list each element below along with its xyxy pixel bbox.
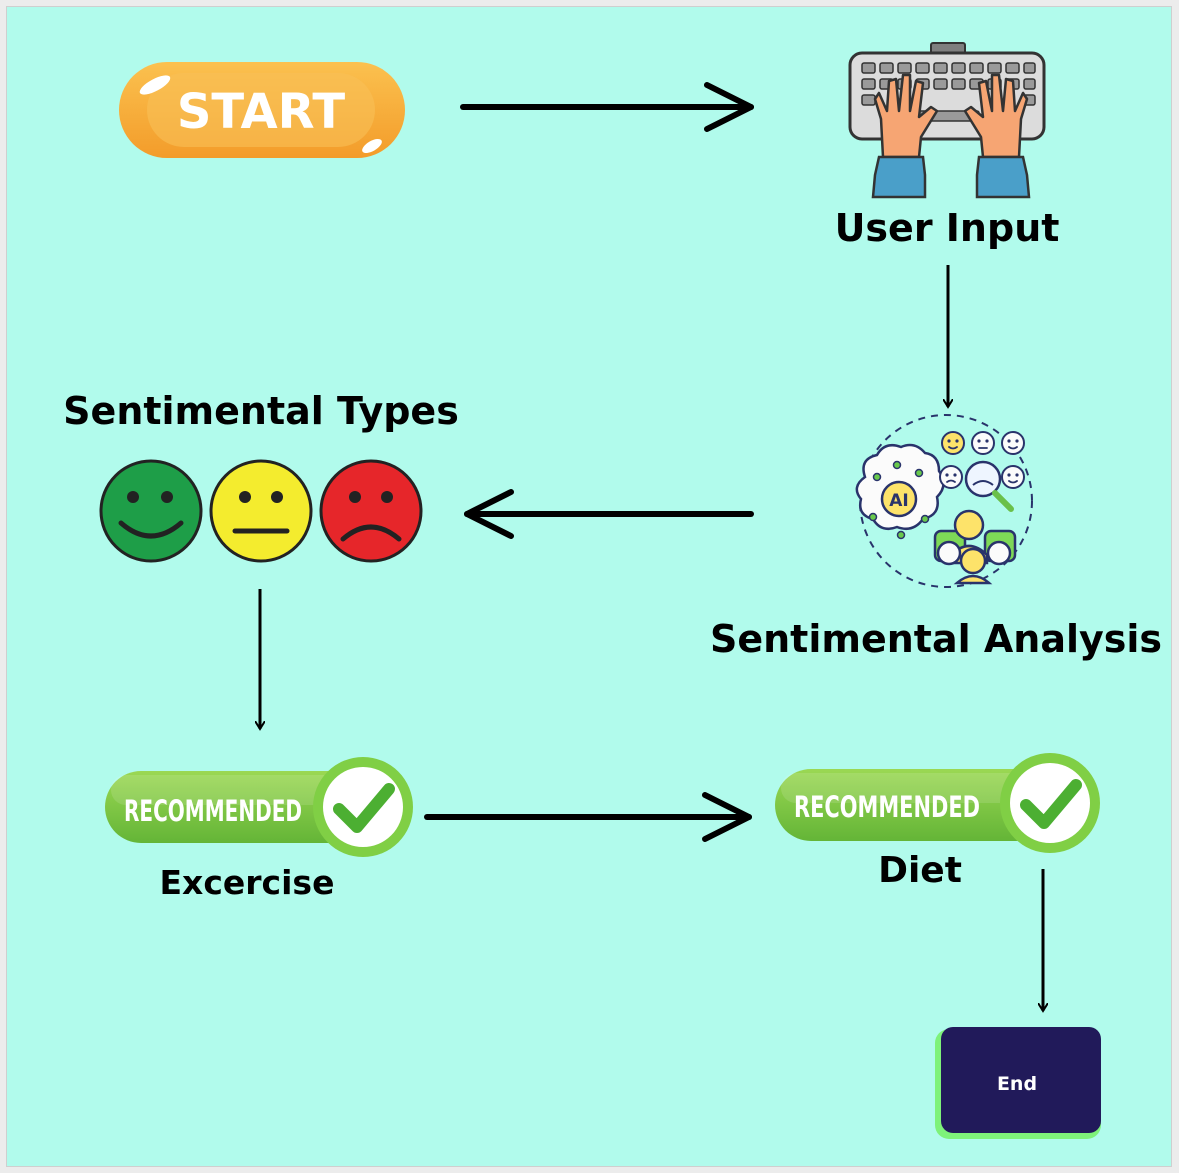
start-label: START <box>177 84 346 140</box>
keyboard-hands-icon <box>848 42 1046 199</box>
flowchart: START Us <box>63 42 1162 1139</box>
diagram-canvas: START Us <box>6 6 1172 1167</box>
ai-chip-text: AI <box>889 491 908 511</box>
start-shine-bottom <box>362 139 382 153</box>
exercise-label: Excercise <box>160 863 335 902</box>
start-shine-top <box>139 75 171 95</box>
diet-label: Diet <box>878 850 962 891</box>
sentiment-analysis-icon: AI <box>855 414 1033 588</box>
recommended-diet-badge: RECOMMENDED <box>775 753 1100 853</box>
arrow-exercise-to-diet <box>424 792 752 842</box>
sad-face-icon <box>319 459 423 563</box>
recommended-badge-text: RECOMMENDED <box>124 794 302 828</box>
checkmark-icon <box>333 783 395 833</box>
recommended-badge-text: RECOMMENDED <box>794 790 980 824</box>
end-node: End <box>935 1027 1101 1139</box>
happy-face-icon <box>99 459 203 563</box>
neutral-face-icon <box>209 459 313 563</box>
arrow-start-to-input <box>460 82 754 132</box>
recommended-exercise-badge: RECOMMENDED <box>105 757 413 857</box>
sentimental-analysis-label: Sentimental Analysis <box>710 617 1162 661</box>
sentimental-types-label: Sentimental Types <box>63 389 459 433</box>
start-node: START <box>119 62 405 158</box>
user-input-label: User Input <box>835 206 1060 250</box>
checkmark-icon <box>1020 779 1082 829</box>
end-label: End <box>997 1073 1037 1095</box>
arrow-analysis-to-types <box>464 489 754 539</box>
